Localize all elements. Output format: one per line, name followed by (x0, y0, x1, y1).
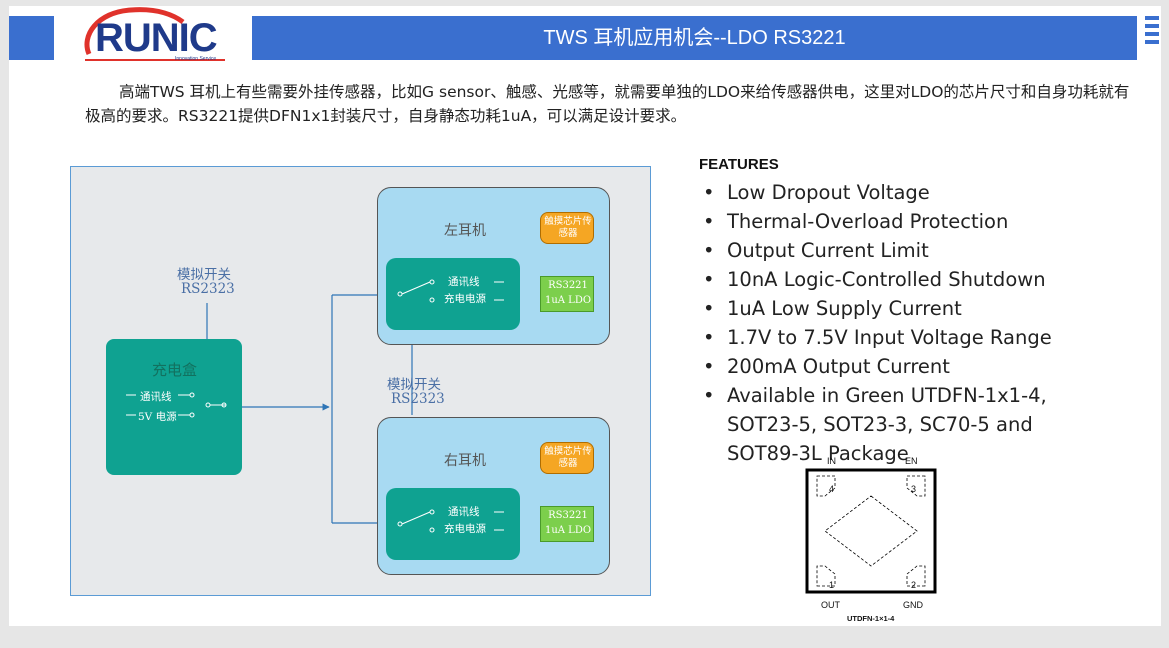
package-outline-icon (805, 468, 937, 594)
pin-in-label: IN (827, 456, 836, 466)
block-diagram: 模拟开关 RS2323 充电盒 通讯线 5V 电源 (70, 166, 651, 596)
intro-paragraph: 高端TWS 耳机上有些需要外挂传感器，比如G sensor、触感、光感等，就需要… (85, 83, 1130, 125)
charger-line1-label: 通讯线 (140, 391, 172, 403)
pin-2-number: 2 (911, 580, 917, 590)
left-earbud: 左耳机 触摸芯片传感器 RS3221 1uA LDO 通讯线 充电电源 (377, 187, 610, 345)
slide: TWS 耳机应用机会--LDO RS3221 RUNIC Innovation … (9, 6, 1161, 626)
switch-part-top: RS2323 (181, 281, 235, 297)
pin-en-label: EN (905, 456, 918, 466)
right-earbud: 右耳机 触摸芯片传感器 RS3221 1uA LDO 通讯线 充电电源 (377, 417, 610, 575)
pin-4-number: 4 (829, 484, 835, 494)
pin-out-label: OUT (821, 600, 840, 610)
left-line2-label: 充电电源 (444, 293, 486, 305)
header-band-left (9, 16, 54, 60)
feature-item: Available in Green UTDFN-1x1-4, SOT23-5,… (699, 381, 1099, 468)
left-earbud-title: 左耳机 (444, 223, 486, 239)
feature-item: Low Dropout Voltage (699, 178, 1099, 207)
left-ldo: RS3221 1uA LDO (540, 276, 594, 312)
logo-tagline: Innovation Service (175, 56, 217, 62)
right-sensor-chip: 触摸芯片传感器 (540, 442, 594, 474)
package-name: UTDFN-1×1-4 (847, 614, 895, 623)
charger-line2-label: 5V 电源 (138, 411, 177, 423)
logo-wordmark: RUNIC (95, 16, 218, 60)
right-switch-icon (397, 509, 504, 533)
charging-case: 充电盒 通讯线 5V 电源 (106, 339, 242, 475)
features-title: FEATURES (699, 156, 779, 173)
pin-3-number: 3 (911, 484, 917, 494)
right-line2-label: 充电电源 (444, 523, 486, 535)
right-switch-block: 通讯线 充电电源 (386, 488, 520, 560)
feature-item: Output Current Limit (699, 236, 1099, 265)
runic-logo: RUNIC Innovation Service (75, 6, 241, 68)
slide-title: TWS 耳机应用机会--LDO RS3221 (252, 16, 1137, 60)
package-drawing: IN EN 4 3 1 2 OUT GND UTDFN-1×1-4 (789, 454, 959, 626)
feature-item: 10nA Logic-Controlled Shutdown (699, 265, 1099, 294)
header-stripes (1145, 16, 1159, 60)
right-earbud-title: 右耳机 (444, 453, 486, 469)
switch-label-mid: 模拟开关 (387, 377, 441, 393)
right-sensor-label: 触摸芯片传感器 (544, 446, 592, 469)
switch-label-top: 模拟开关 (177, 267, 231, 283)
left-ldo-desc: 1uA LDO (544, 295, 592, 306)
pin-1-number: 1 (829, 580, 835, 590)
feature-item: 1.7V to 7.5V Input Voltage Range (699, 323, 1099, 352)
right-ldo-part: RS3221 (548, 510, 588, 521)
left-switch-block: 通讯线 充电电源 (386, 258, 520, 330)
right-ldo-desc: 1uA LDO (544, 525, 592, 536)
logo-swoosh-icon (84, 7, 225, 61)
feature-item: 1uA Low Supply Current (699, 294, 1099, 323)
left-switch-icon (397, 279, 504, 303)
right-ldo: RS3221 1uA LDO (540, 506, 594, 542)
feature-item: 200mA Output Current (699, 352, 1099, 381)
charger-switch-icon (126, 392, 227, 418)
charging-case-title: 充电盒 (152, 361, 198, 379)
left-sensor-label: 触摸芯片传感器 (544, 216, 592, 239)
right-line1-label: 通讯线 (448, 506, 480, 518)
switch-part-mid: RS2323 (391, 391, 445, 407)
left-sensor-chip: 触摸芯片传感器 (540, 212, 594, 244)
left-ldo-part: RS3221 (548, 280, 588, 291)
pin-gnd-label: GND (903, 600, 923, 610)
features-list: Low Dropout Voltage Thermal-Overload Pro… (699, 178, 1099, 468)
feature-item: Thermal-Overload Protection (699, 207, 1099, 236)
left-line1-label: 通讯线 (448, 276, 480, 288)
